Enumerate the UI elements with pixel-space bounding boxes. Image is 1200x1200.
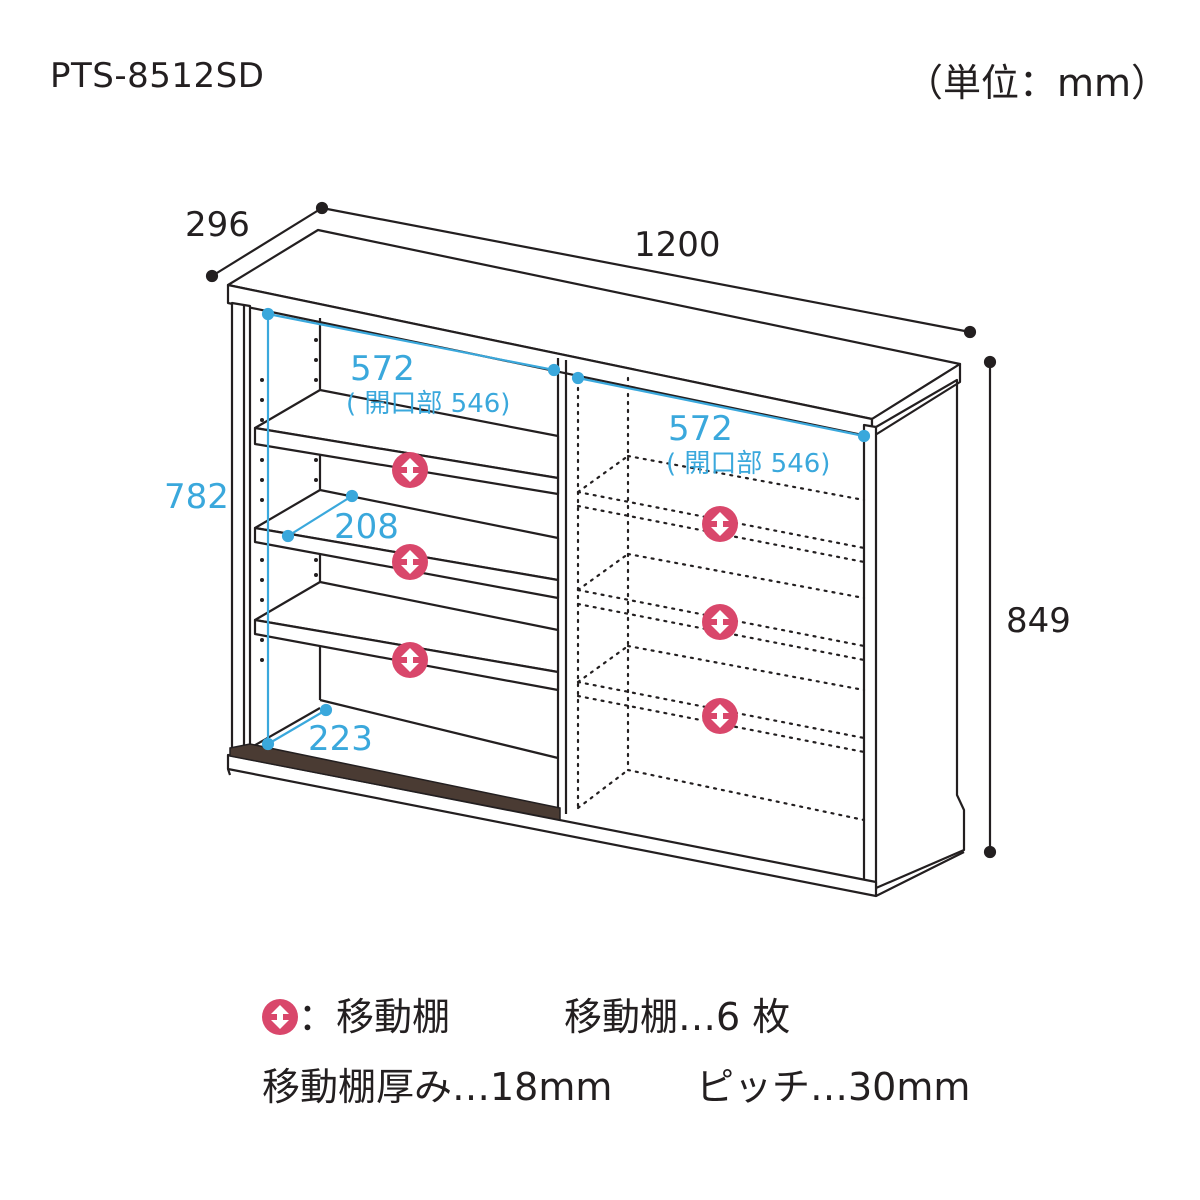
width-label: 1200: [634, 225, 721, 265]
right-opening-note: ( 開口部 546): [666, 449, 830, 479]
sliding-door-rail: [229, 743, 561, 821]
legend-shelf-count: 移動棚…6 枚: [564, 995, 791, 1039]
right-side-panel: [862, 423, 878, 892]
left-width-line: [267, 312, 555, 372]
base-front: [226, 753, 878, 898]
movable-shelf-icon: [702, 698, 738, 734]
left-side-panel: [230, 301, 252, 760]
up-down-arrow-circle-icon: [262, 999, 298, 1035]
movable-shelf-icon: [702, 506, 738, 542]
right-width-line: [577, 376, 865, 438]
inner-dimension-lines: [261, 307, 871, 751]
outer-dimension-lines: [205, 201, 997, 859]
width-dimension-line: [321, 206, 971, 334]
unit-label: （単位：mm）: [905, 61, 1170, 105]
left-opening-width-label: 572: [350, 349, 415, 389]
movable-shelf-icon: [702, 604, 738, 640]
model-number: PTS-8512SD: [50, 56, 265, 96]
bottom-depth-line: [267, 709, 327, 745]
legend-icon-row: ：移動棚: [262, 986, 450, 1041]
shelf-depth-label: 208: [334, 507, 399, 547]
depth-label: 296: [185, 205, 250, 245]
cabinet-outline: [226, 228, 966, 898]
shelf-pin-holes-left: [260, 338, 318, 662]
bottom-depth-label: 223: [308, 719, 373, 759]
right-opening-width-label: 572: [668, 409, 733, 449]
legend-pitch: ピッチ…30mm: [696, 1065, 971, 1109]
depth-dimension-line: [211, 207, 323, 277]
legend-shelf-thickness: 移動棚厚み…18mm: [262, 1065, 613, 1109]
inner-height-label: 782: [164, 477, 229, 517]
movable-shelf-icon: [392, 544, 428, 580]
shelf-depth-line: [287, 495, 353, 537]
movable-shelf-icon: [392, 452, 428, 488]
left-opening-note: ( 開口部 546): [346, 389, 510, 419]
legend-icon-meaning: ：移動棚: [298, 995, 451, 1039]
height-label: 849: [1006, 601, 1071, 641]
movable-shelf-icon: [392, 642, 428, 678]
